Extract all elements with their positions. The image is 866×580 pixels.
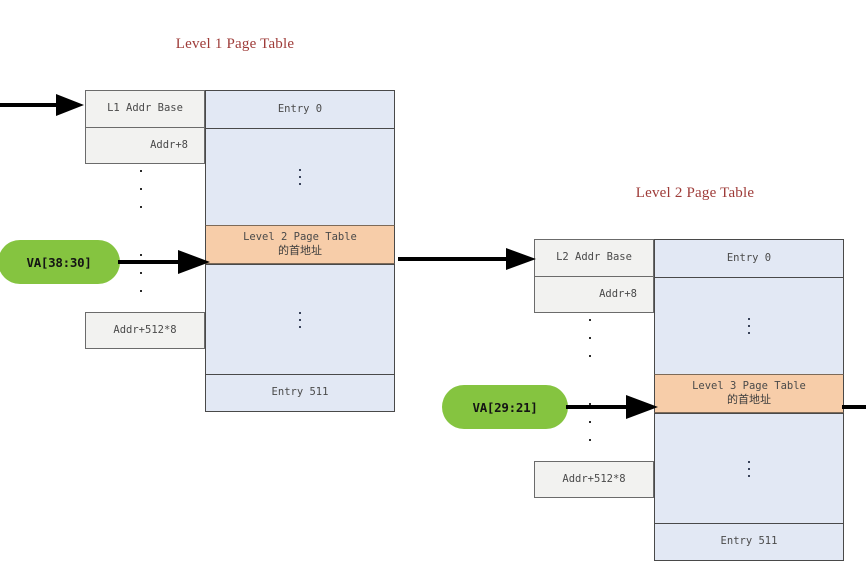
l2-addr-upper-ellipsis-icon [589, 319, 591, 357]
l1-highlight-line-1: Level 2 Page Table [243, 231, 357, 244]
l2-addr-plus8-cell: Addr+8 [534, 276, 654, 313]
l1-addr-lower-ellipsis-icon [140, 254, 142, 292]
l1-entry-lower-gap-cell [205, 264, 395, 374]
l2-entry-lower-gap-cell [654, 413, 844, 523]
level-2-page-table-title: Level 2 Page Table [635, 185, 755, 201]
level-1-page-table-title: Level 1 Page Table [175, 36, 295, 52]
l1-addr-base-cell: L1 Addr Base [85, 90, 205, 127]
l1-entry-column: Entry 0 Level 2 Page Table 的首地址 Entry 51… [205, 90, 395, 412]
level-1-page-table: L1 Addr Base Addr+8 Addr+512*8 Entry 0 [85, 90, 395, 412]
l1-addr-gap [85, 164, 205, 312]
l2-highlight-line-2: 的首地址 [726, 393, 771, 407]
arrow-l2-entry-outgoing [842, 392, 866, 422]
l1-highlight-line-2: 的首地址 [277, 244, 322, 258]
incoming-arrow-to-l1 [0, 90, 88, 120]
l2-entry-upper-ellipsis-icon [748, 318, 750, 334]
arrow-va2921-to-l2-entry [566, 392, 660, 422]
l2-addr-base-cell: L2 Addr Base [534, 239, 654, 276]
l1-entry-lower-ellipsis-icon [299, 311, 301, 328]
l2-entry-highlight-cell[interactable]: Level 3 Page Table 的首地址 [654, 374, 844, 413]
l2-entry-0-cell: Entry 0 [654, 239, 844, 277]
l1-addr-plus8-cell: Addr+8 [85, 127, 205, 164]
l2-highlight-line-1: Level 3 Page Table [692, 380, 806, 393]
l2-addr-lower-ellipsis-icon [589, 403, 591, 441]
l1-addr-last-cell: Addr+512*8 [85, 312, 205, 349]
l1-entry-0-cell: Entry 0 [205, 90, 395, 128]
l1-entry-upper-gap-cell [205, 128, 395, 225]
arrow-va3830-to-l1-entry [118, 247, 212, 277]
arrow-l1-entry-to-l2-table [398, 244, 538, 274]
va-label-29-21-text: VA[29:21] [472, 399, 538, 415]
l2-entry-lower-ellipsis-icon [748, 460, 750, 477]
l1-addr-upper-ellipsis-icon [140, 170, 142, 208]
l2-entry-511-cell: Entry 511 [654, 523, 844, 561]
l1-entry-highlight-cell[interactable]: Level 2 Page Table 的首地址 [205, 225, 395, 264]
l2-address-column: L2 Addr Base Addr+8 Addr+512*8 [534, 239, 654, 498]
va-label-38-30[interactable]: VA[38:30] [0, 240, 120, 284]
va-label-29-21[interactable]: VA[29:21] [442, 385, 568, 429]
l2-entry-upper-gap-cell [654, 277, 844, 374]
l1-entry-511-cell: Entry 511 [205, 374, 395, 412]
l2-entry-column: Entry 0 Level 3 Page Table 的首地址 Entry 51… [654, 239, 844, 561]
l1-address-column: L1 Addr Base Addr+8 Addr+512*8 [85, 90, 205, 349]
l1-entry-upper-ellipsis-icon [299, 169, 301, 185]
l2-addr-last-cell: Addr+512*8 [534, 461, 654, 498]
va-label-38-30-text: VA[38:30] [26, 254, 92, 270]
